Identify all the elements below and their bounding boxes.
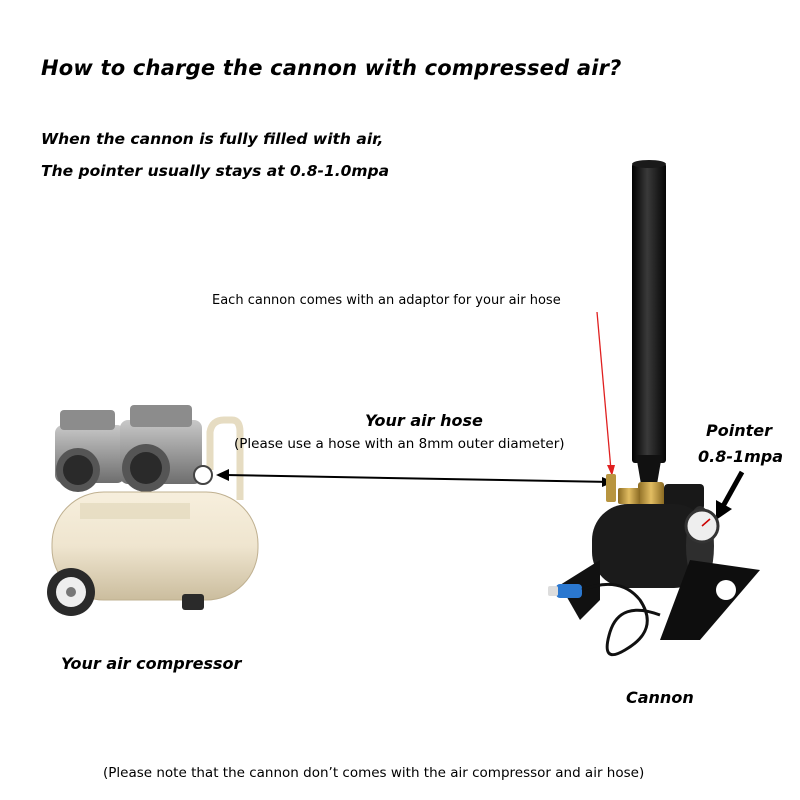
footer-note: (Please note that the cannon don’t comes… xyxy=(103,765,644,781)
pointer-value: 0.8-1mpa xyxy=(698,447,783,466)
pointer-arrow xyxy=(716,472,742,520)
cannon-label: Cannon xyxy=(626,688,694,707)
air-hose-arrow xyxy=(216,469,614,487)
compressor-label: Your air compressor xyxy=(61,654,241,673)
subtitle-line-2: The pointer usually stays at 0.8-1.0mpa xyxy=(41,162,389,180)
air-compressor-image xyxy=(47,405,258,616)
adaptor-note: Each cannon comes with an adaptor for yo… xyxy=(212,293,561,308)
cannon-image xyxy=(548,160,760,655)
air-hose-label: Your air hose xyxy=(365,411,483,430)
page-title: How to charge the cannon with compressed… xyxy=(41,56,622,80)
air-hose-note: (Please use a hose with an 8mm outer dia… xyxy=(234,436,565,452)
adaptor-arrow xyxy=(597,312,615,476)
subtitle-line-1: When the cannon is fully filled with air… xyxy=(41,130,383,148)
pointer-label: Pointer xyxy=(706,421,772,440)
